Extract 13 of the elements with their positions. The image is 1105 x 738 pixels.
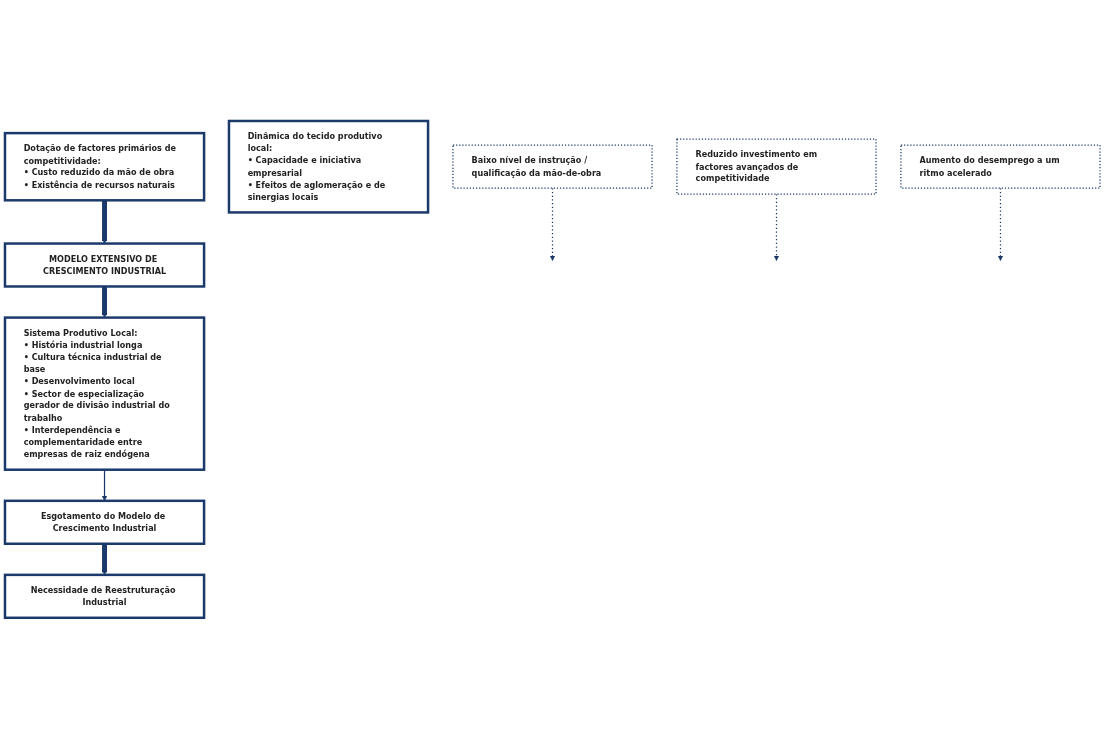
arrow bbox=[101, 543, 108, 575]
node-box: Aumento do desemprego a um ritmo acelerado bbox=[900, 144, 1101, 189]
node-box: Reduzido investimento em factores avançados de competitividade bbox=[676, 138, 877, 195]
node-box: Dinâmica do tecido produtivo local: • Capacidade e iniciativa empresarial • Efeitos de aglomeração e de sinergias locais bbox=[227, 119, 430, 214]
node-box: Esgotamento do Modelo de Crescimento Industrial bbox=[3, 499, 206, 545]
node-box: Sistema Produtivo Local: • História industrial longa • Cultura técnica industrial de base • Desenvolvimento local • Sector de especialização gerador de divisão industrial do trabalho • Interdependência e complementaridade entre empresas de raiz endógena bbox=[3, 315, 206, 471]
arrow bbox=[101, 199, 108, 244]
node-box: MODELO EXTENSIVO DE CRESCIMENTO INDUSTRIAL bbox=[3, 241, 206, 288]
arrow bbox=[101, 286, 108, 318]
node-box: Dotação de factores primários de competitividade: • Custo reduzido da mão de obra • Existência de recursos naturais bbox=[3, 131, 206, 202]
node-box: Baixo nível de instrução / qualificação da mão-de-obra bbox=[452, 144, 653, 189]
node-box: Necessidade de Reestruturação Industrial bbox=[3, 573, 206, 619]
arrow bbox=[773, 193, 780, 261]
